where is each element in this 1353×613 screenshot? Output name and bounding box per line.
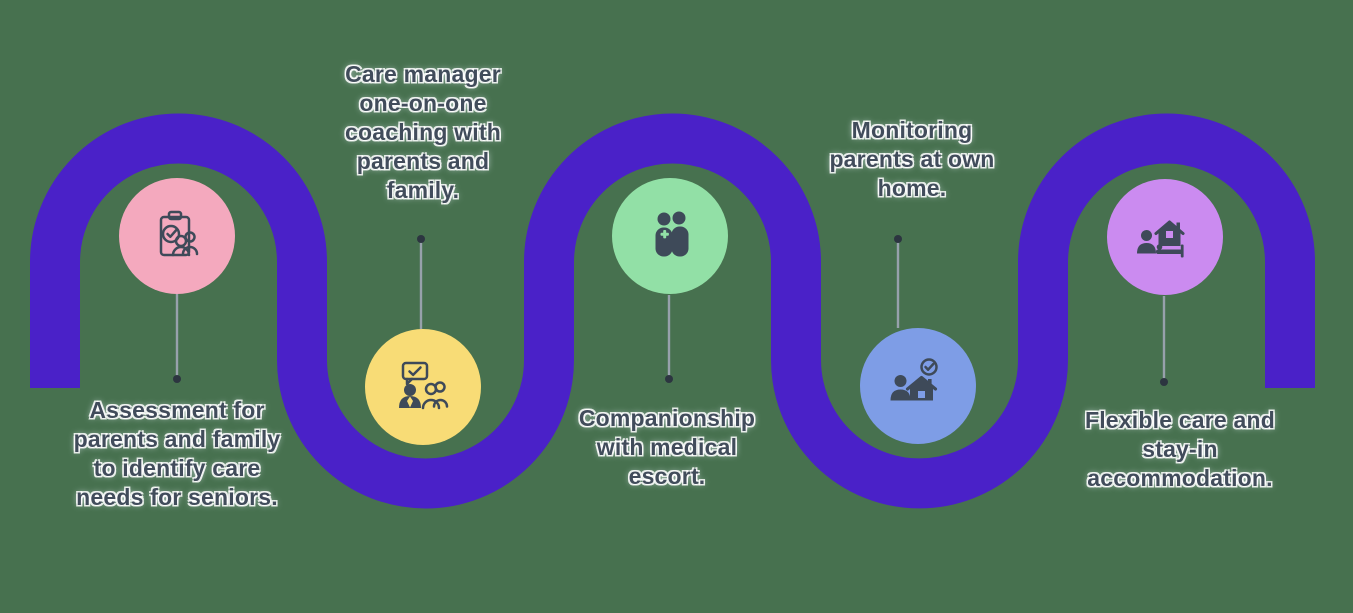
bubble-check-shape	[408, 366, 422, 377]
man-shoulders-shape	[171, 245, 191, 257]
house-roof-shape	[1154, 220, 1185, 236]
house-chimney-shape	[1176, 222, 1180, 229]
caption-coaching: Care manager one-on-one coaching with pa…	[345, 61, 501, 203]
parent2-head-shape	[434, 381, 446, 393]
caregiver-body-shape	[1137, 243, 1156, 254]
person-home-bed-icon	[1137, 220, 1185, 258]
speech-bubble-shape	[401, 361, 429, 381]
caption-assessment: Assessment for parents and family to ide…	[73, 397, 281, 510]
woman-shoulders-shape	[181, 245, 199, 256]
check-circle-shape	[161, 224, 181, 244]
parent2-shoulders-shape	[432, 398, 449, 408]
parent-shoulders-shape	[421, 398, 441, 410]
step-companionship-marker	[612, 178, 728, 383]
coach-tie-shape	[407, 396, 413, 408]
speech-bubble-tail-shape	[405, 377, 414, 386]
house-chimney-shape	[928, 379, 932, 385]
coach-speech-bubble-check-icon	[399, 361, 449, 410]
winding-road-path	[30, 113, 1315, 509]
caregiver-head-shape	[1141, 230, 1152, 241]
house-window-shape	[1166, 231, 1173, 238]
caption-stay-in: Flexible care and stay-in accommodation.	[1084, 407, 1276, 491]
clipboard-clip-shape	[167, 210, 183, 221]
companion1-head-shape	[657, 212, 671, 226]
pin-dot	[665, 375, 673, 383]
pin-dot	[173, 375, 181, 383]
clipboard-check-people-icon	[159, 210, 199, 257]
pin-dot	[417, 235, 425, 243]
verify-check-shape	[924, 362, 935, 371]
house-roof-shape	[905, 375, 938, 391]
pin-dot	[1160, 378, 1168, 386]
clipboard-shape	[159, 215, 191, 257]
caregiver-body-shape	[890, 389, 911, 401]
bed-shape	[1156, 244, 1184, 258]
coaching-circle	[365, 329, 481, 445]
coach-head-shape	[404, 384, 416, 396]
caption-companionship: Companionship with medical escort.	[578, 405, 756, 489]
caption-monitoring: Monitoring parents at own home.	[829, 117, 995, 201]
verify-circle-shape	[920, 358, 938, 376]
step-stay-in-marker	[1107, 179, 1223, 386]
companion2-body-shape	[671, 226, 689, 257]
check-mark-shape	[166, 228, 178, 239]
caregiver-head-shape	[894, 375, 907, 387]
house-window-shape	[918, 391, 925, 398]
person-home-check-icon	[890, 358, 938, 401]
two-companions-medical-cross-icon	[655, 211, 689, 257]
companion2-head-shape	[672, 211, 686, 225]
step-assessment-marker	[119, 178, 235, 383]
step-monitoring-marker	[860, 235, 976, 444]
pin-dot	[894, 235, 902, 243]
assessment-circle	[119, 178, 235, 294]
step-coaching-marker	[365, 235, 481, 445]
medical-cross-shape	[660, 230, 669, 239]
